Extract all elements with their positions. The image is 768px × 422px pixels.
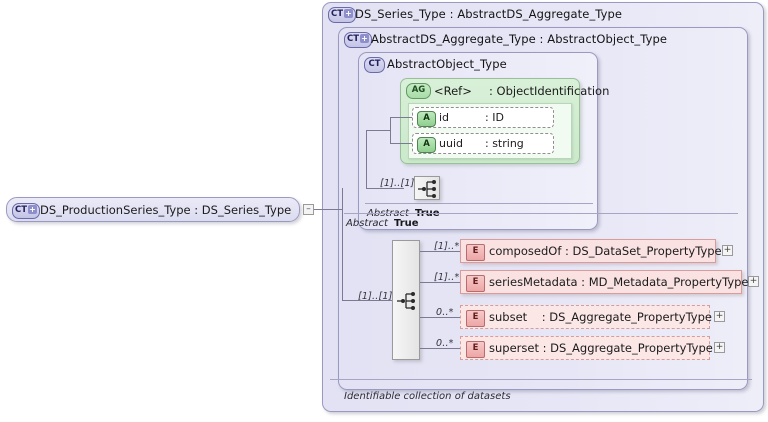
cardinality-seriesmetadata: [1]..*	[434, 272, 460, 283]
root-node-ds-productionseries-type[interactable]: CT+ DS_ProductionSeries_Type : DS_Series…	[6, 197, 300, 222]
connector-element-seriesmetadata	[420, 282, 460, 283]
element-row-seriesmetadata[interactable]: E seriesMetadata : MD_Metadata_PropertyT…	[460, 270, 749, 294]
sequence-box-outer[interactable]	[392, 240, 420, 360]
plus-icon: +	[344, 9, 353, 18]
connector-root-to-tree	[314, 209, 342, 210]
connector-attr-uuid	[390, 143, 412, 144]
connector-attr-id	[390, 117, 412, 118]
attribute-name-uuid: uuid	[439, 137, 463, 150]
plus-icon: +	[28, 205, 37, 214]
connector-attr-spine	[390, 117, 391, 144]
cardinality-inner-sequence: [1]..[1]	[380, 178, 415, 189]
attribute-type-id: : ID	[485, 111, 504, 124]
middle-footer-abstract-value: True	[394, 218, 419, 229]
cardinality-outer-sequence: [1]..[1]	[358, 291, 393, 302]
panel-title-abstractds-aggregate-type: AbstractDS_Aggregate_Type : AbstractObje…	[371, 32, 668, 46]
attribute-name-id: id	[439, 111, 450, 124]
attribute-row-id[interactable]: A id : ID	[412, 107, 554, 128]
attribute-badge-uuid: A	[417, 137, 436, 153]
connector-inner-to-sequence	[366, 188, 404, 189]
complextype-badge-ds-series-type: CT+	[328, 7, 356, 23]
element-label-superset: superset : DS_Aggregate_PropertyType	[489, 341, 713, 355]
root-collapse-toggle[interactable]: –	[303, 204, 314, 215]
sequence-icon	[418, 180, 436, 198]
attribute-badge-id: A	[417, 111, 436, 127]
attribute-row-uuid[interactable]: A uuid : string	[412, 133, 554, 154]
middle-footer-divider	[344, 213, 738, 214]
cardinality-subset: 0..*	[436, 307, 454, 318]
element-label-composedof: composedOf : DS_DataSet_PropertyType	[489, 244, 722, 258]
sequence-box-inner[interactable]	[414, 176, 440, 200]
connector-inner-vertical	[366, 130, 367, 188]
outer-footer-divider	[330, 379, 752, 380]
complextype-badge-root: CT+	[12, 203, 40, 219]
cardinality-superset: 0..*	[436, 338, 454, 349]
attribute-group-type: : ObjectIdentification	[489, 84, 610, 98]
panel-title-abstractobject-type: AbstractObject_Type	[387, 57, 507, 71]
connector-main-vertical	[342, 188, 343, 300]
root-node-label: DS_ProductionSeries_Type : DS_Series_Typ…	[40, 203, 292, 217]
connector-element-composedof	[420, 251, 460, 252]
element-row-subset[interactable]: E subset : DS_Aggregate_PropertyType	[460, 305, 712, 329]
element-badge-seriesmetadata: E	[466, 275, 485, 292]
complextype-badge-abstractds-aggregate-type: CT+	[344, 32, 372, 48]
element-label-subset: subset : DS_Aggregate_PropertyType	[489, 310, 712, 324]
element-expand-composedof[interactable]: +	[722, 245, 733, 256]
element-expand-subset[interactable]: +	[714, 311, 725, 322]
connector-stem-to-attrs	[366, 130, 390, 131]
panel-title-ds-series-type: DS_Series_Type : AbstractDS_Aggregate_Ty…	[355, 7, 623, 21]
plus-icon: +	[360, 34, 369, 43]
inner-footer-divider	[365, 203, 593, 204]
element-badge-composedof: E	[466, 244, 485, 261]
attribute-type-uuid: : string	[485, 137, 524, 150]
attribute-group-name: <Ref>	[434, 84, 472, 98]
element-label-seriesmetadata: seriesMetadata : MD_Metadata_PropertyTyp…	[489, 275, 749, 289]
element-row-composedof[interactable]: E composedOf : DS_DataSet_PropertyType	[460, 239, 722, 263]
complextype-badge-abstractobject-type: CT	[364, 57, 385, 73]
connector-element-subset	[420, 317, 460, 318]
element-badge-subset: E	[466, 310, 485, 327]
attributegroup-badge: AG	[406, 83, 431, 99]
element-row-superset[interactable]: E superset : DS_Aggregate_PropertyType	[460, 336, 713, 360]
outer-footer-documentation: Identifiable collection of datasets	[344, 391, 511, 402]
connector-main-vertical-upper	[342, 209, 343, 210]
cardinality-composedof: [1]..*	[434, 241, 460, 252]
connector-element-superset	[420, 348, 460, 349]
middle-footer-abstract-label: Abstract	[346, 218, 388, 229]
element-expand-superset[interactable]: +	[714, 342, 725, 353]
connector-stem-to-outer-sequence	[342, 300, 392, 301]
element-badge-superset: E	[466, 341, 485, 358]
element-expand-seriesmetadata[interactable]: +	[748, 276, 759, 287]
sequence-icon	[397, 292, 415, 310]
